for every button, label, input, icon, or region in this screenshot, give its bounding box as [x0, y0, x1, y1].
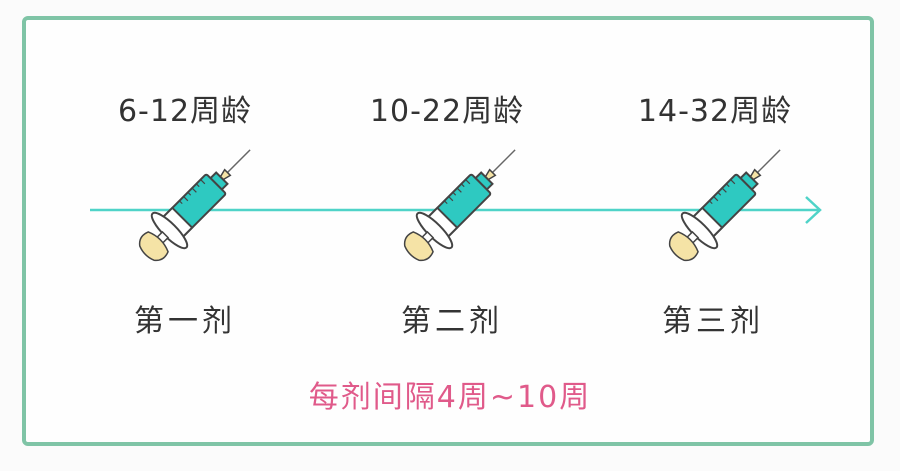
dose-2-label: 第二剂 [401, 304, 503, 339]
dose-2-age: 10-22周龄 [369, 94, 525, 129]
dose-1-age: 6-12周龄 [117, 94, 253, 129]
interval-note: 每剂间隔4周~10周 [308, 380, 592, 415]
syringe-icon [668, 149, 781, 262]
dose-1-label: 第一剂 [134, 304, 236, 339]
dose-3-age: 14-32周龄 [637, 94, 793, 129]
syringe-icon [403, 149, 516, 262]
arrow-right-icon [805, 196, 822, 224]
dose-3-label: 第三剂 [662, 304, 764, 339]
syringe-icon [138, 149, 251, 262]
